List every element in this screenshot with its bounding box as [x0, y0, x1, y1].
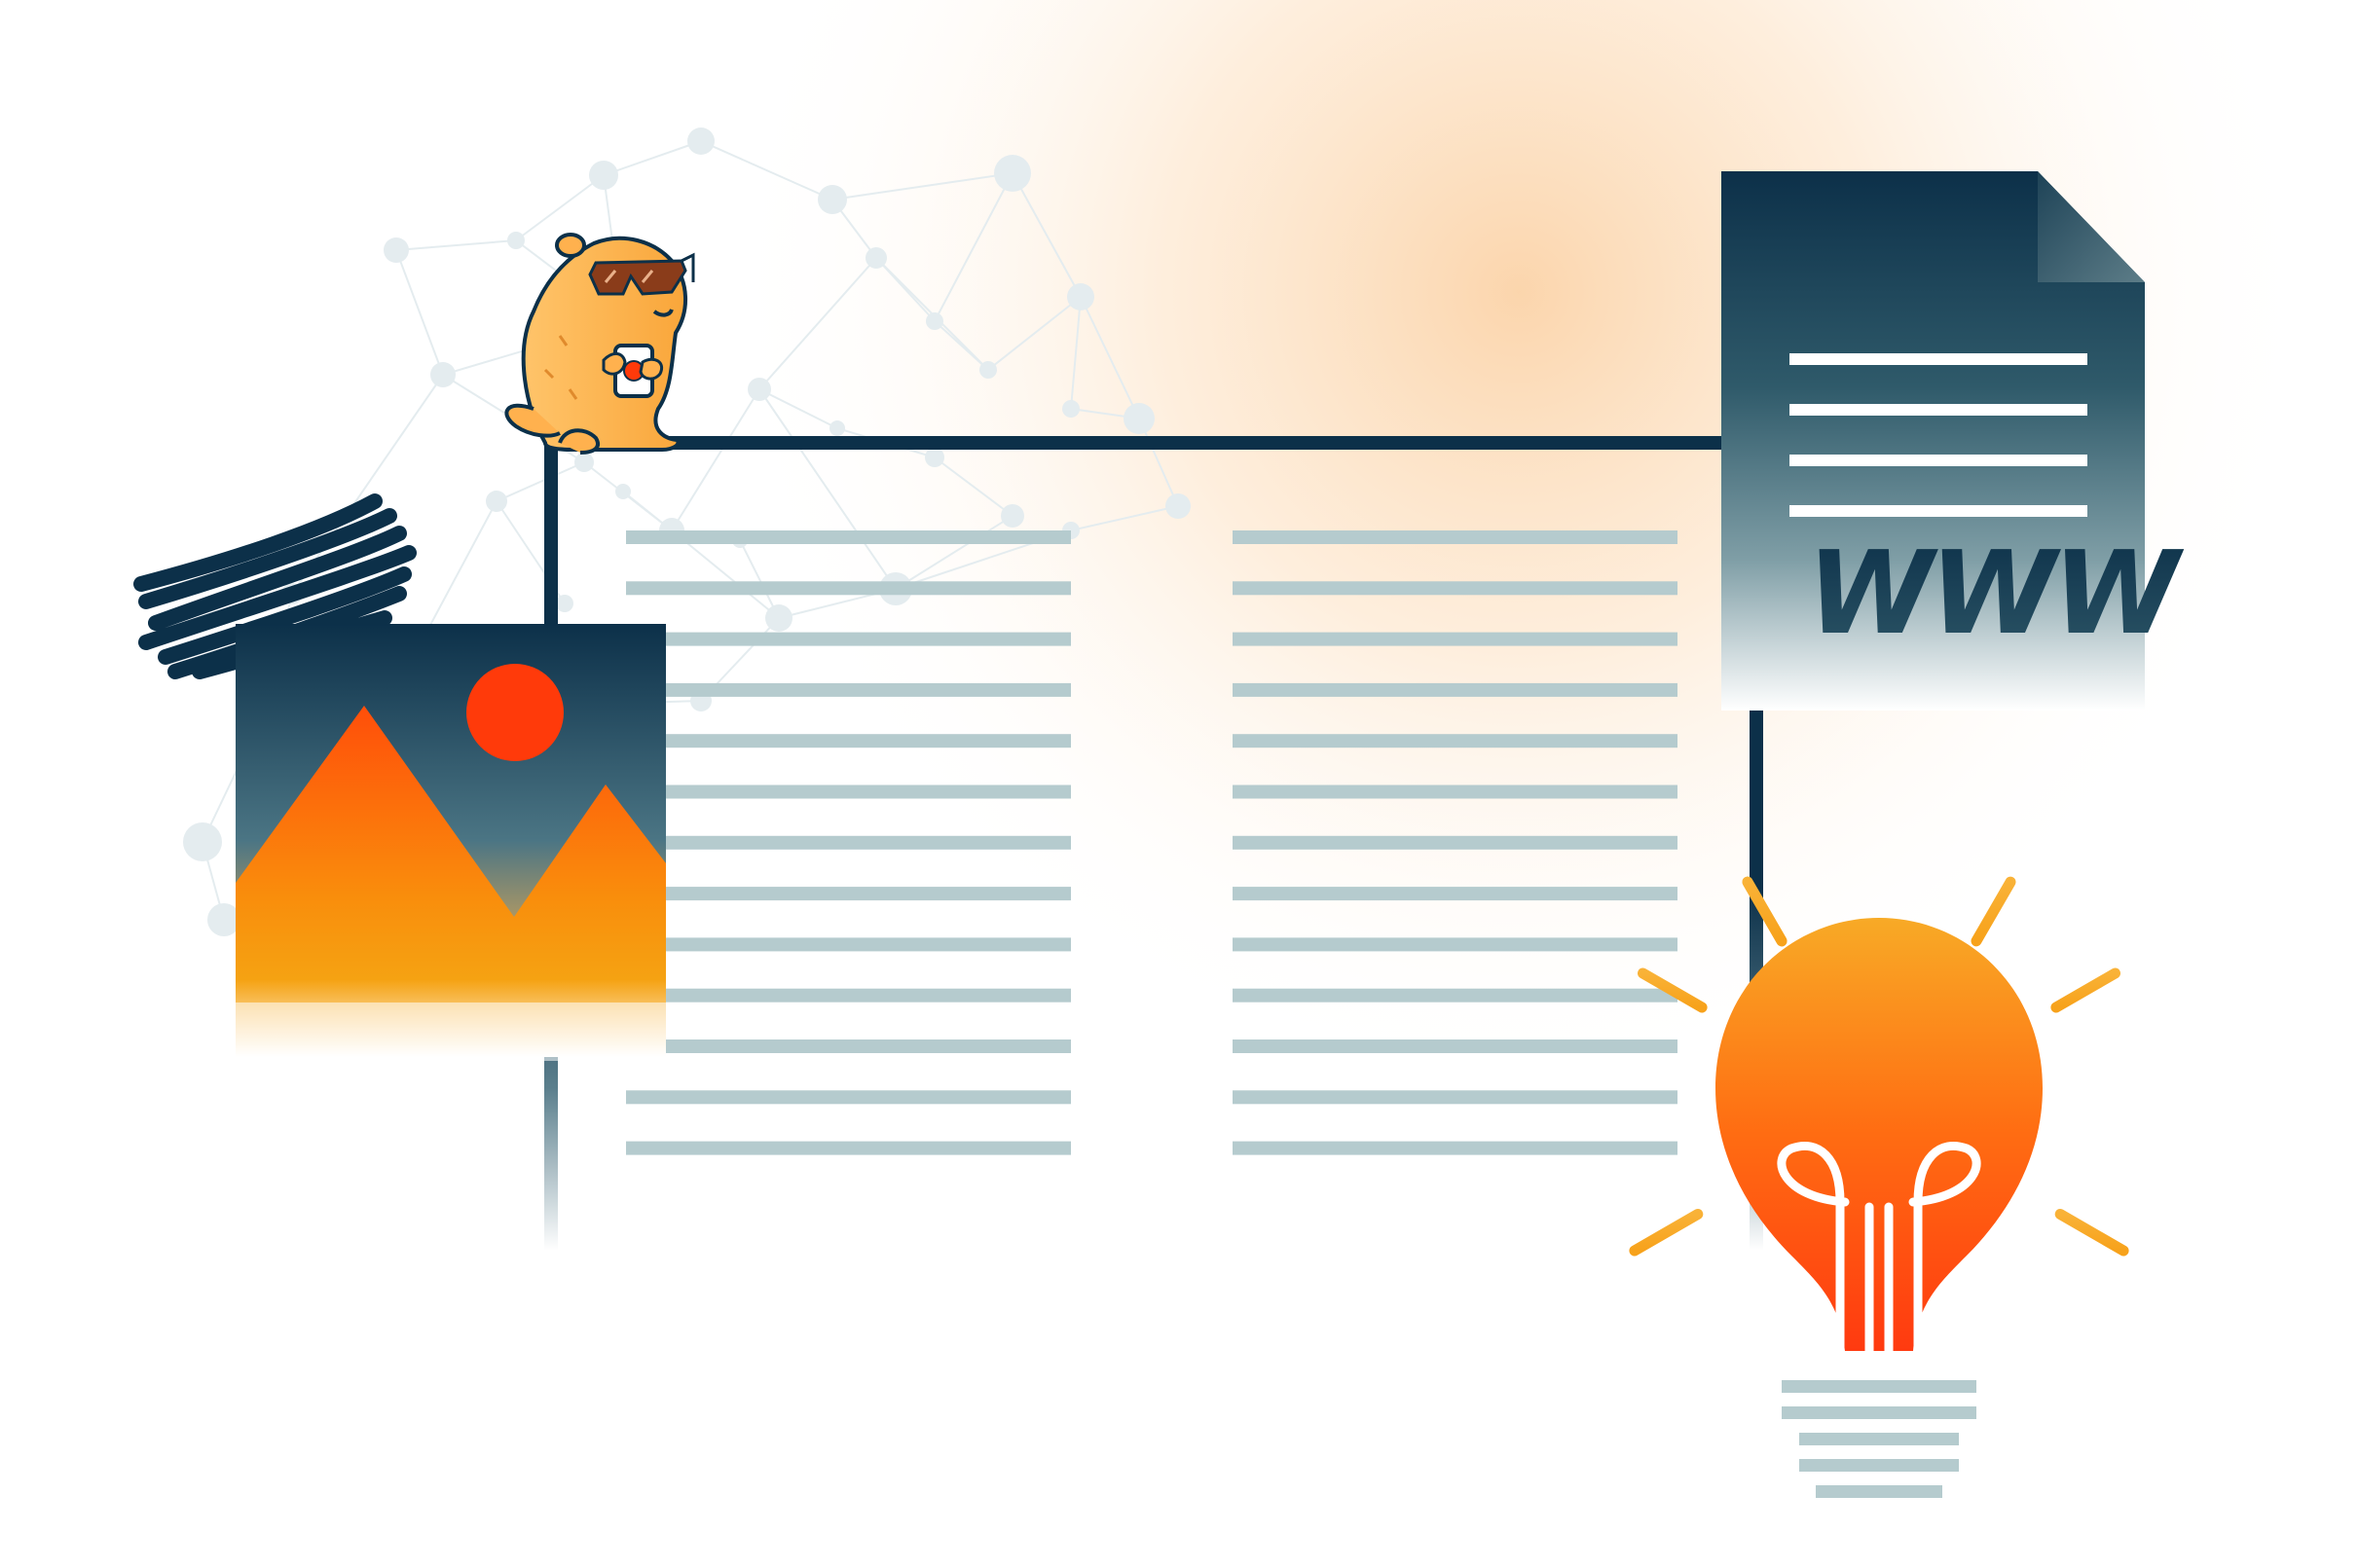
book-text-line: [1233, 632, 1677, 646]
scribble-icon: [133, 493, 417, 679]
book-text-line: [626, 835, 1071, 850]
network-node: [1067, 283, 1094, 310]
book-text-line: [1233, 887, 1677, 901]
book-text-line: [626, 581, 1071, 596]
book-text-line: [626, 887, 1071, 901]
network-edge: [758, 257, 877, 390]
network-edge: [895, 515, 1014, 590]
sun-icon: [466, 664, 564, 761]
book-text-line: [1233, 530, 1677, 544]
network-edge: [934, 172, 1014, 322]
light-ray: [1638, 967, 1708, 1013]
network-node: [748, 378, 771, 401]
book-text-line: [1233, 937, 1677, 952]
network-node: [556, 595, 573, 612]
network-node: [1062, 400, 1080, 418]
network-node: [1124, 403, 1155, 434]
book-text-line: [626, 530, 1071, 544]
light-ray: [1629, 1209, 1704, 1257]
network-edge: [700, 140, 833, 201]
network-node: [507, 232, 525, 249]
network-node: [818, 185, 847, 214]
network-edge: [395, 239, 517, 251]
network-node: [486, 491, 507, 512]
book-text-lines: [626, 530, 1677, 1155]
network-node: [384, 237, 409, 263]
document-line: [1789, 505, 2087, 517]
book-text-line: [1233, 835, 1677, 850]
book-text-line: [1233, 988, 1677, 1003]
network-node: [589, 161, 618, 190]
network-edge: [1080, 296, 1140, 419]
network-edge: [758, 388, 838, 429]
network-edge: [934, 320, 989, 371]
network-node: [765, 604, 792, 632]
book-text-line: [626, 784, 1071, 799]
book-text-line: [626, 988, 1071, 1003]
network-edge: [515, 174, 605, 241]
network-edge: [496, 461, 585, 502]
network-node: [1001, 504, 1024, 528]
lightbulb-rays: [1591, 870, 2167, 1257]
network-edge: [934, 456, 1014, 517]
book-text-line: [626, 1141, 1071, 1155]
network-edge: [1012, 172, 1082, 298]
document-line: [1789, 455, 2087, 466]
network-edge: [1070, 505, 1179, 531]
www-label: WWW: [1807, 526, 2184, 660]
network-node: [866, 247, 887, 269]
network-edge: [671, 529, 780, 619]
light-ray: [1742, 876, 1788, 947]
network-node: [615, 484, 631, 499]
network-node: [1165, 493, 1191, 519]
book-text-line: [626, 937, 1071, 952]
book-text-line: [1233, 682, 1677, 697]
book-text-line: [1233, 1090, 1677, 1105]
network-node: [687, 128, 715, 155]
book-text-line: [1233, 1141, 1677, 1155]
network-node: [183, 822, 222, 861]
book-text-line: [1233, 734, 1677, 748]
document-line: [1789, 353, 2087, 365]
open-book-icon: [544, 436, 1763, 1251]
capybara-mascot-icon: [504, 233, 695, 455]
book-text-line: [626, 734, 1071, 748]
light-ray: [2054, 1209, 2129, 1257]
network-edge: [875, 257, 936, 322]
network-node: [926, 312, 943, 330]
book-text-line: [1233, 1039, 1677, 1053]
light-ray: [2050, 967, 2120, 1013]
network-edge: [758, 388, 897, 590]
book-text-line: [1233, 784, 1677, 799]
book-text-line: [626, 682, 1071, 697]
network-edge: [671, 388, 760, 531]
network-node: [430, 362, 456, 387]
book-text-line: [626, 1039, 1071, 1053]
web-document-icon: WWW: [1721, 171, 2188, 711]
network-node: [574, 453, 594, 472]
book-text-line: [1233, 581, 1677, 596]
network-node: [829, 420, 845, 436]
network-edge: [1070, 296, 1082, 410]
network-node: [994, 155, 1031, 192]
lightbulb-icon: [1591, 870, 2167, 1498]
network-edge: [395, 249, 444, 376]
network-edge: [291, 374, 444, 595]
image-picture-icon: [236, 624, 666, 1061]
document-line: [1789, 404, 2087, 416]
network-node: [925, 448, 944, 467]
network-node: [207, 903, 240, 936]
light-ray: [1971, 876, 2016, 947]
network-edge: [739, 539, 780, 619]
network-edge: [1138, 418, 1179, 507]
network-edge: [987, 296, 1082, 371]
network-edge: [603, 140, 702, 176]
network-node: [979, 361, 997, 379]
network-edge: [831, 172, 1014, 201]
book-text-line: [626, 632, 1071, 646]
book-text-line: [626, 1090, 1071, 1105]
